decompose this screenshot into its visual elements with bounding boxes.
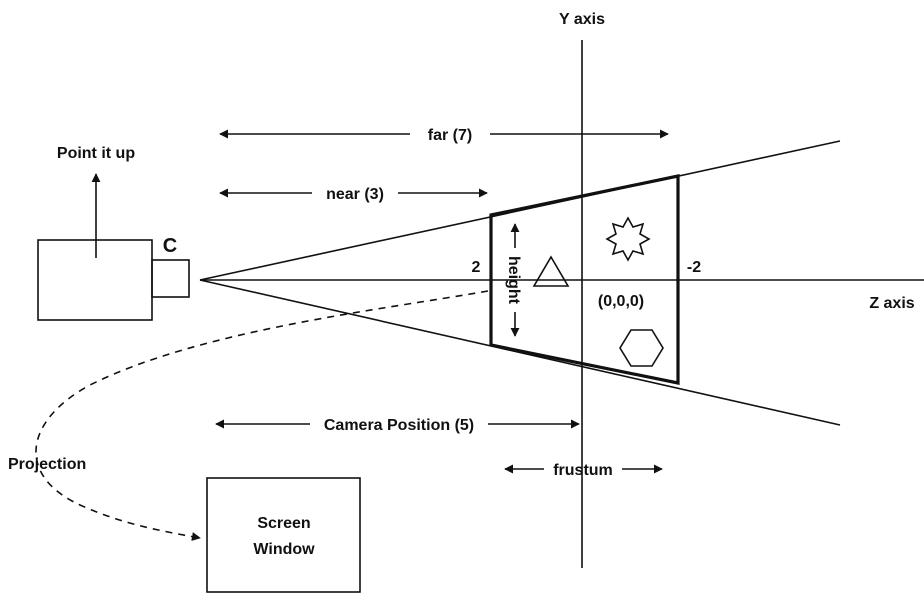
- frustum-volume: [489, 174, 680, 385]
- point-it-up-label: Point it up: [57, 145, 135, 162]
- far-label: far (7): [428, 127, 472, 144]
- frustum-label: frustum: [553, 462, 613, 479]
- star-shape: [605, 216, 651, 262]
- near-plane-value: 2: [472, 259, 481, 276]
- z-axis-label: Z axis: [869, 295, 914, 312]
- screen-window-box: [206, 477, 361, 593]
- projection-curve: [35, 290, 489, 542]
- camera-body: [37, 239, 153, 321]
- y-axis-label: Y axis: [559, 11, 605, 28]
- near-label: near (3): [326, 186, 384, 203]
- camera-letter: C: [163, 235, 177, 257]
- projection-label: Projection: [8, 456, 86, 473]
- camera-lens: [151, 259, 190, 298]
- camera-position-label: Camera Position (5): [324, 417, 474, 434]
- screen-window-line2: Window: [253, 541, 315, 558]
- far-plane-value: -2: [687, 259, 701, 276]
- hexagon-shape: [619, 329, 664, 367]
- origin-label: (0,0,0): [598, 293, 644, 310]
- height-label: height: [505, 256, 522, 305]
- screen-window-line1: Screen: [257, 515, 310, 532]
- triangle-shape: [532, 255, 570, 287]
